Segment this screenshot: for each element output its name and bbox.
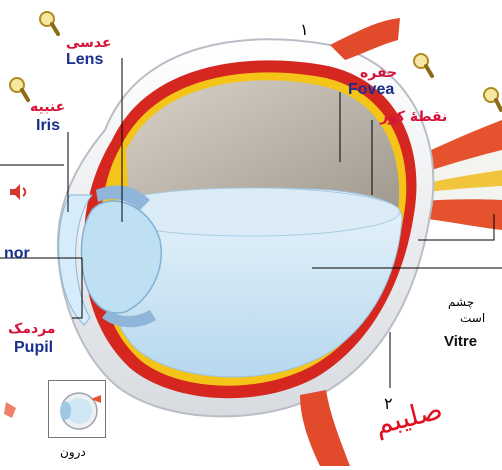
eye-thumbnail-icon <box>49 381 105 437</box>
fovea-label-fa: حفره <box>360 66 397 80</box>
magnifier-icon[interactable] <box>412 52 434 82</box>
annotation-number-one: ١ <box>300 22 309 38</box>
eye-muscle-top <box>330 18 400 60</box>
magnifier-icon[interactable] <box>38 10 60 40</box>
iris-label-en[interactable]: Iris <box>36 118 60 134</box>
lens-label-en[interactable]: Lens <box>66 52 103 68</box>
inside-view-thumbnail[interactable] <box>48 380 106 438</box>
blind-spot-label-fa[interactable]: نقطهٔ کور <box>380 110 447 124</box>
pupil-label-fa: مردمک <box>8 322 56 336</box>
vitreous-label-fa-line2: است <box>460 312 485 324</box>
lens-label-fa: عدسی <box>66 36 112 50</box>
inside-view-label[interactable]: درون <box>60 446 86 458</box>
eye-muscle-bottom <box>300 390 350 466</box>
decorative-part-icon <box>4 402 16 418</box>
iris-label-fa: عنبیه <box>30 100 65 114</box>
speaker-icon[interactable] <box>8 182 30 206</box>
fovea-label-en[interactable]: Fovea <box>348 82 394 98</box>
vitreous-label-fa-line1: چشم <box>448 296 474 308</box>
magnifier-icon[interactable] <box>482 86 502 116</box>
magnifier-icon[interactable] <box>8 76 30 106</box>
vitreous-label-en[interactable]: Vitre <box>444 334 477 349</box>
pupil-label-en[interactable]: Pupil <box>14 340 53 356</box>
humor-label-en[interactable]: nor <box>4 246 30 262</box>
